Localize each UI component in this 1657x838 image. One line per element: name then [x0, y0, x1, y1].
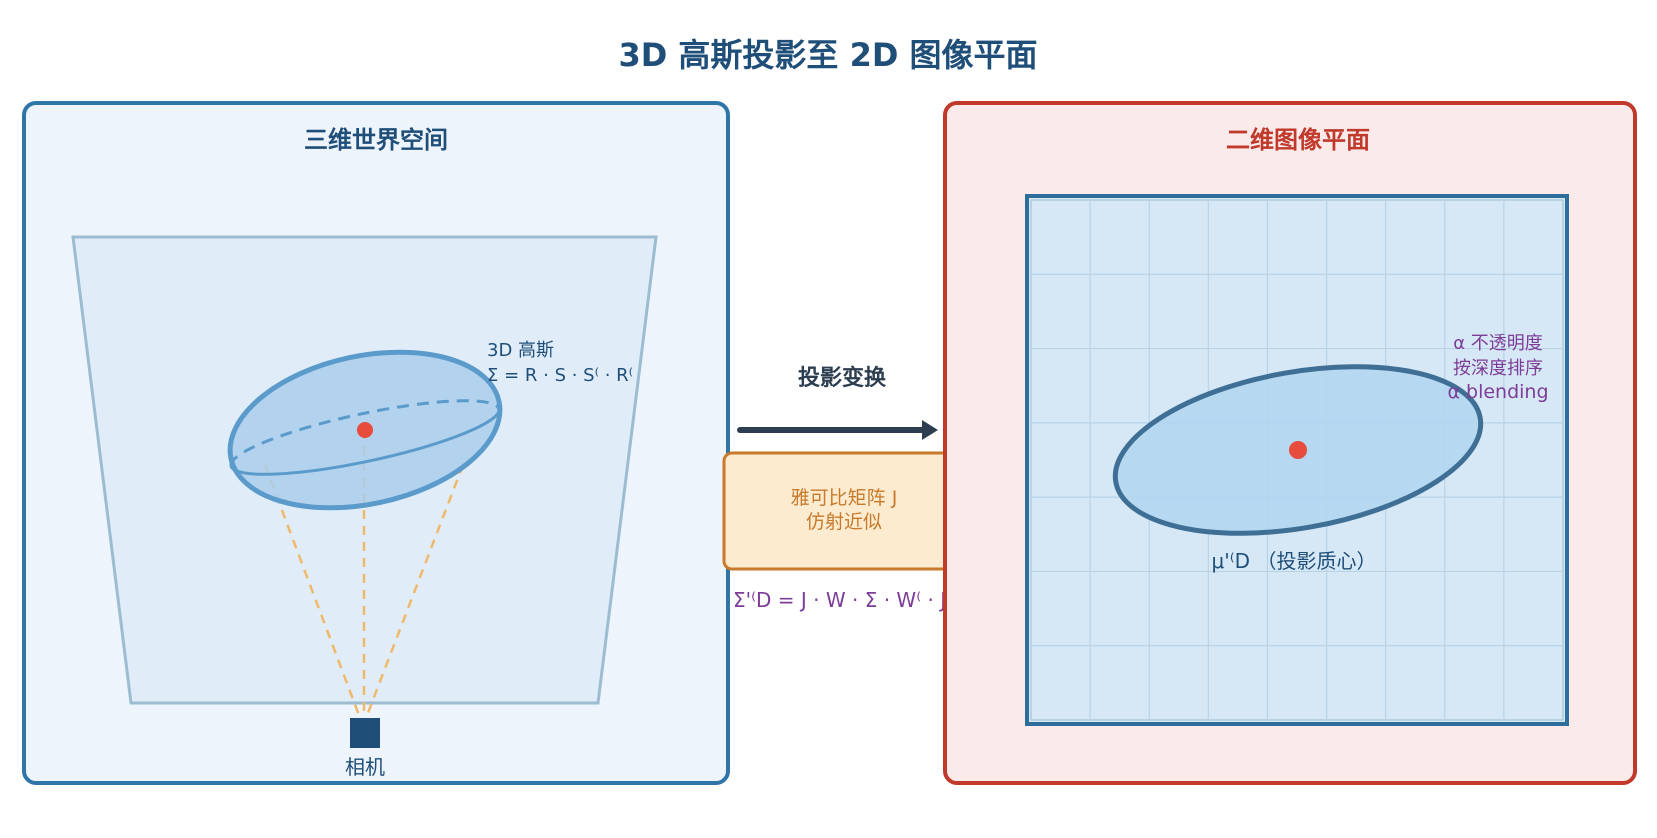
projection-arrow-head	[922, 420, 938, 440]
depth-sort-label: 按深度排序	[1453, 358, 1543, 379]
jacobian-subtitle: 仿射近似	[806, 511, 882, 533]
jacobian-title: 雅可比矩阵 J	[791, 487, 898, 509]
centroid-label: μ'⁽D （投影质心）	[1212, 549, 1377, 573]
camera-ray	[263, 464, 362, 719]
left-panel-title: 三维世界空间	[304, 126, 448, 154]
gaussian-center	[357, 422, 373, 438]
opacity-label: α 不透明度	[1453, 333, 1543, 354]
right-panel-title: 二维图像平面	[1226, 126, 1370, 154]
camera-label: 相机	[345, 755, 385, 779]
left-panel-3d-space: 三维世界空间 3D 高斯 Σ = R · S · S⁽ · R⁽ 相机	[22, 101, 730, 785]
covariance-formula: Σ = R · S · S⁽ · R⁽	[487, 365, 633, 386]
transform-label: 投影变换	[798, 365, 887, 391]
gaussian-3d-label: 3D 高斯	[487, 340, 554, 361]
gaussian-3d-ellipsoid	[227, 349, 503, 511]
gaussian-2d-splat	[1112, 364, 1484, 536]
blending-label: α blending	[1447, 381, 1548, 403]
image-plane-inner-border	[1030, 199, 1564, 721]
projected-centroid	[1289, 441, 1307, 459]
ellipsoid-back-equator	[229, 399, 501, 467]
ellipsoid-front-equator	[229, 408, 501, 476]
diagram-title: 3D 高斯投影至 2D 图像平面	[618, 36, 1037, 74]
camera-ray	[364, 464, 465, 719]
projected-covariance-formula: Σ'⁽D = J · W · Σ · W⁽ · J⁽	[733, 588, 951, 612]
right-panel-2d-image: 二维图像平面 α 不透明度 按深度排序 α blending μ'⁽D （投影质…	[943, 101, 1637, 785]
projection-transform: 投影变换 雅可比矩阵 J 仿射近似 Σ'⁽D = J · W · Σ · W⁽ …	[722, 365, 966, 612]
camera-icon	[350, 718, 380, 748]
